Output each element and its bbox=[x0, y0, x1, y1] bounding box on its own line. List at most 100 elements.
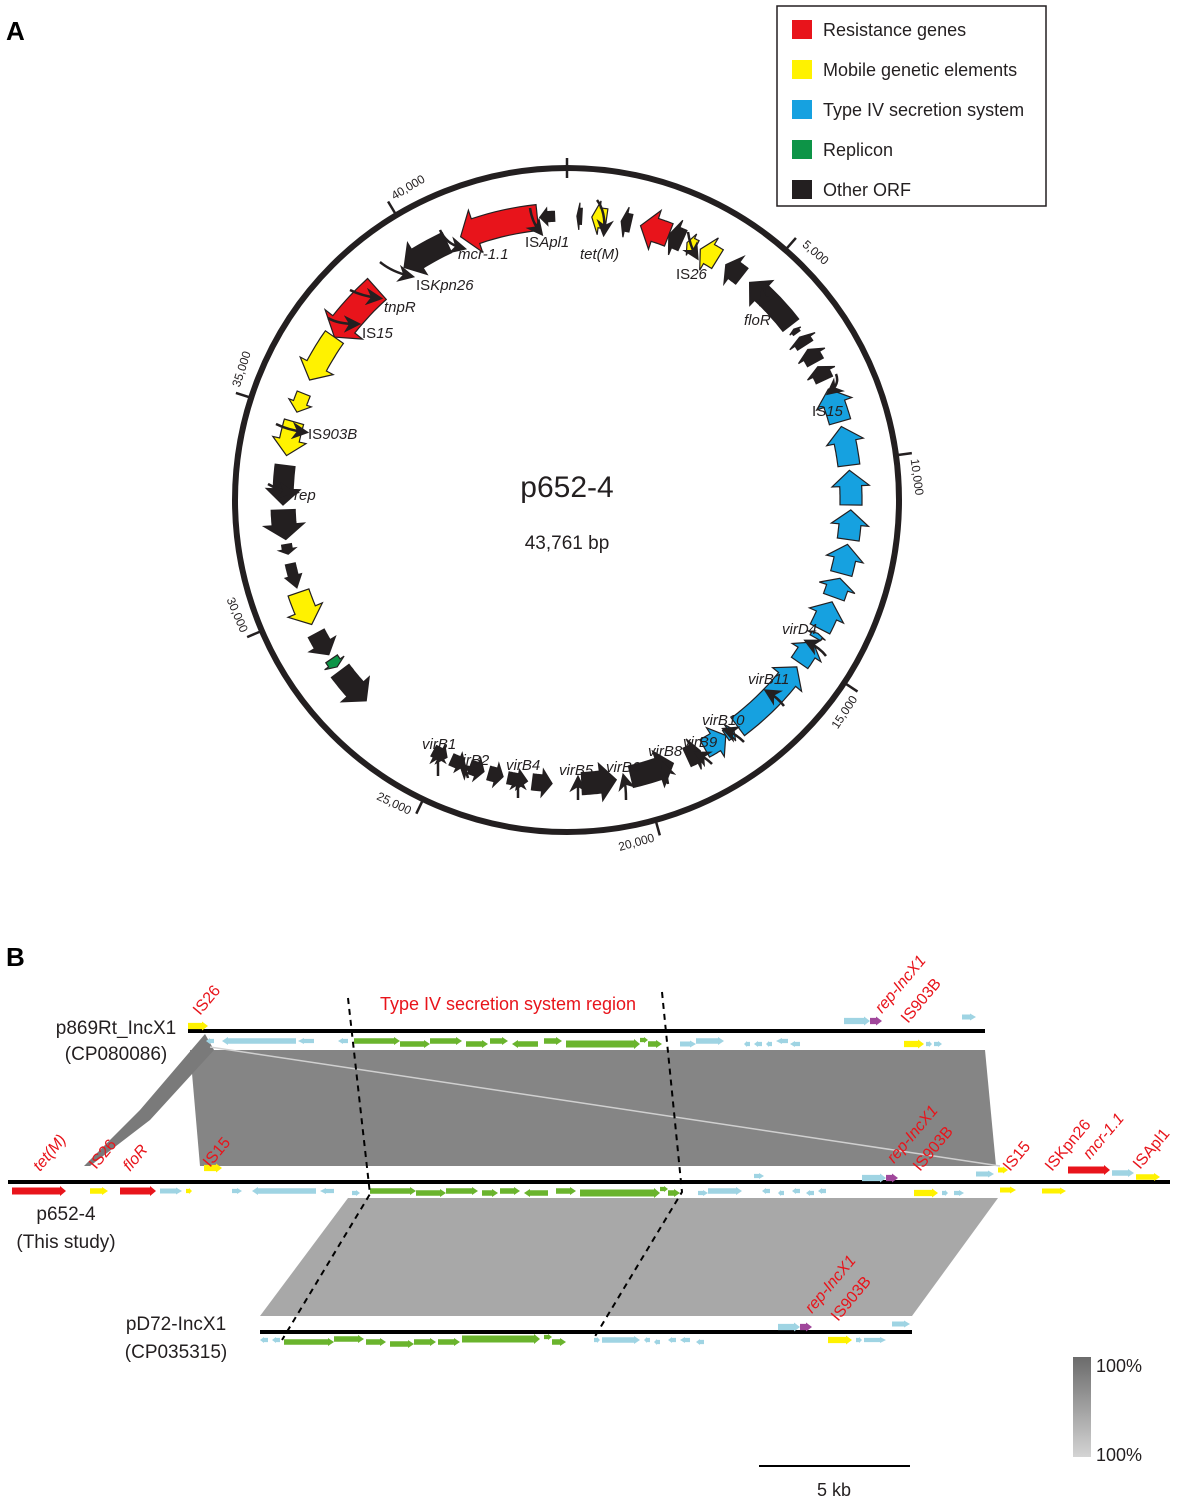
scale-bar-label: 5 kb bbox=[817, 1480, 851, 1500]
linear-gene-arrow bbox=[120, 1186, 156, 1196]
gene-arrow bbox=[639, 208, 674, 252]
linear-gene-arrow bbox=[828, 1335, 852, 1345]
gene-arrow bbox=[797, 347, 826, 368]
circular-map: 5,00010,00015,00020,00025,00030,00035,00… bbox=[224, 158, 927, 854]
linear-gene-arrow bbox=[778, 1322, 800, 1332]
gene-arrow bbox=[539, 206, 556, 227]
linear-gene-arrow bbox=[430, 1037, 462, 1045]
linear-gene-arrow bbox=[12, 1186, 66, 1196]
linear-gene-arrow bbox=[914, 1188, 938, 1198]
linear-gene-arrow bbox=[338, 1038, 348, 1044]
linear-gene-arrow bbox=[870, 1016, 882, 1026]
linear-gene-arrow bbox=[954, 1190, 964, 1196]
gene-arrow bbox=[698, 726, 727, 759]
linear-gene-arrow bbox=[668, 1337, 676, 1343]
linear-gene-arrow bbox=[886, 1173, 898, 1183]
gene-arrow bbox=[403, 231, 453, 276]
b-label-p2-is15b: IS15 bbox=[1000, 1138, 1034, 1174]
identity-bottom-label: 100% bbox=[1096, 1445, 1142, 1465]
label-mcr: mcr-1.1 bbox=[458, 246, 509, 263]
position-tick bbox=[415, 800, 424, 815]
linear-gene-arrow bbox=[566, 1039, 640, 1049]
linear-gene-arrows bbox=[12, 1013, 1160, 1348]
homology-block-p2-p3 bbox=[260, 1198, 998, 1316]
linear-gene-arrow bbox=[416, 1189, 446, 1197]
tick-label: 30,000 bbox=[224, 595, 251, 635]
label-virb5: virB5 bbox=[559, 762, 594, 779]
legend-swatch bbox=[792, 20, 812, 39]
linear-gene-arrow bbox=[352, 1190, 360, 1196]
linear-gene-arrow bbox=[844, 1016, 870, 1026]
linear-gene-arrow bbox=[390, 1340, 414, 1348]
gene-arrow bbox=[829, 509, 871, 542]
gene-arrow bbox=[286, 588, 324, 626]
tick-label: 20,000 bbox=[617, 830, 656, 853]
label-virb9: virB9 bbox=[683, 734, 718, 751]
linear-gene-arrow bbox=[696, 1037, 724, 1045]
linear-gene-arrow bbox=[556, 1187, 576, 1195]
linear-gene-arrow bbox=[188, 1021, 208, 1031]
gene-arrow bbox=[459, 203, 540, 254]
gene-arrow bbox=[825, 425, 866, 468]
label-virb6: virB6 bbox=[606, 759, 641, 776]
linear-gene-arrow bbox=[778, 1190, 784, 1196]
gene-arrow bbox=[530, 767, 553, 799]
gene-arrow bbox=[330, 663, 370, 703]
linear-gene-arrow bbox=[800, 1322, 812, 1332]
linear-gene-arrow bbox=[790, 1041, 800, 1047]
t4ss-region-label: Type IV secretion system region bbox=[380, 994, 636, 1014]
linear-gene-arrow bbox=[776, 1038, 788, 1044]
gene-arrow bbox=[807, 630, 826, 642]
gene-arrow bbox=[807, 601, 845, 635]
p869rt-name: p869Rt_IncX1 bbox=[56, 1018, 176, 1039]
panel-b-letter: B bbox=[6, 942, 25, 972]
legend-label: Other ORF bbox=[823, 180, 911, 200]
label-is903b: IS903B bbox=[308, 426, 357, 443]
callout-virb10 bbox=[721, 726, 745, 743]
gene-arrow bbox=[830, 469, 871, 506]
tick-label: 10,000 bbox=[908, 458, 927, 497]
linear-gene-arrow bbox=[1112, 1169, 1134, 1177]
linear-gene-arrow bbox=[640, 1037, 648, 1043]
gene-arrow bbox=[287, 390, 314, 413]
callout-iskpn26 bbox=[379, 261, 416, 282]
legend-label: Resistance genes bbox=[823, 20, 966, 40]
gene-arrow bbox=[723, 255, 749, 287]
tick-label: 5,000 bbox=[800, 237, 832, 268]
gene-arrow bbox=[667, 219, 688, 256]
callout-virb9 bbox=[693, 751, 713, 768]
linear-gene-arrow bbox=[466, 1040, 488, 1048]
gene-arrow bbox=[789, 332, 816, 352]
linear-gene-arrow bbox=[998, 1166, 1008, 1174]
gene-arrow bbox=[283, 562, 303, 589]
label-vird4: virD4 bbox=[782, 621, 817, 638]
linear-gene-arrow bbox=[232, 1188, 242, 1194]
linear-gene-arrow bbox=[160, 1187, 182, 1195]
label-iskpn26: ISKpn26 bbox=[416, 277, 474, 294]
position-ticks: 5,00010,00015,00020,00025,00030,00035,00… bbox=[224, 158, 927, 854]
position-tick bbox=[387, 200, 397, 215]
legend-label: Replicon bbox=[823, 140, 893, 160]
b-label-p1-is26: IS26 bbox=[190, 982, 224, 1018]
linear-gene-arrow bbox=[320, 1188, 334, 1194]
linear-gene-arrow bbox=[252, 1187, 316, 1195]
legend-swatch bbox=[792, 140, 812, 159]
tick-label: 35,000 bbox=[229, 349, 254, 389]
legend-label: Mobile genetic elements bbox=[823, 60, 1017, 80]
callout-rep bbox=[267, 481, 296, 499]
p869rt-accession: (CP080086) bbox=[65, 1044, 167, 1065]
label-is15a: IS15 bbox=[362, 325, 394, 342]
callout-flor bbox=[759, 281, 777, 307]
linear-gene-arrow bbox=[806, 1190, 814, 1196]
linear-gene-arrow bbox=[892, 1320, 910, 1328]
position-tick bbox=[845, 682, 859, 693]
callout-virb8 bbox=[659, 761, 677, 785]
linear-gene-arrow bbox=[272, 1337, 280, 1343]
linear-gene-arrow bbox=[648, 1040, 662, 1048]
linear-gene-arrow bbox=[580, 1188, 660, 1198]
label-tnpr: tnpR bbox=[384, 299, 416, 316]
b-label-p2-mcr: mcr-1.1 bbox=[1080, 1110, 1128, 1162]
linear-gene-arrow bbox=[754, 1041, 762, 1047]
linear-gene-arrow bbox=[696, 1339, 704, 1345]
